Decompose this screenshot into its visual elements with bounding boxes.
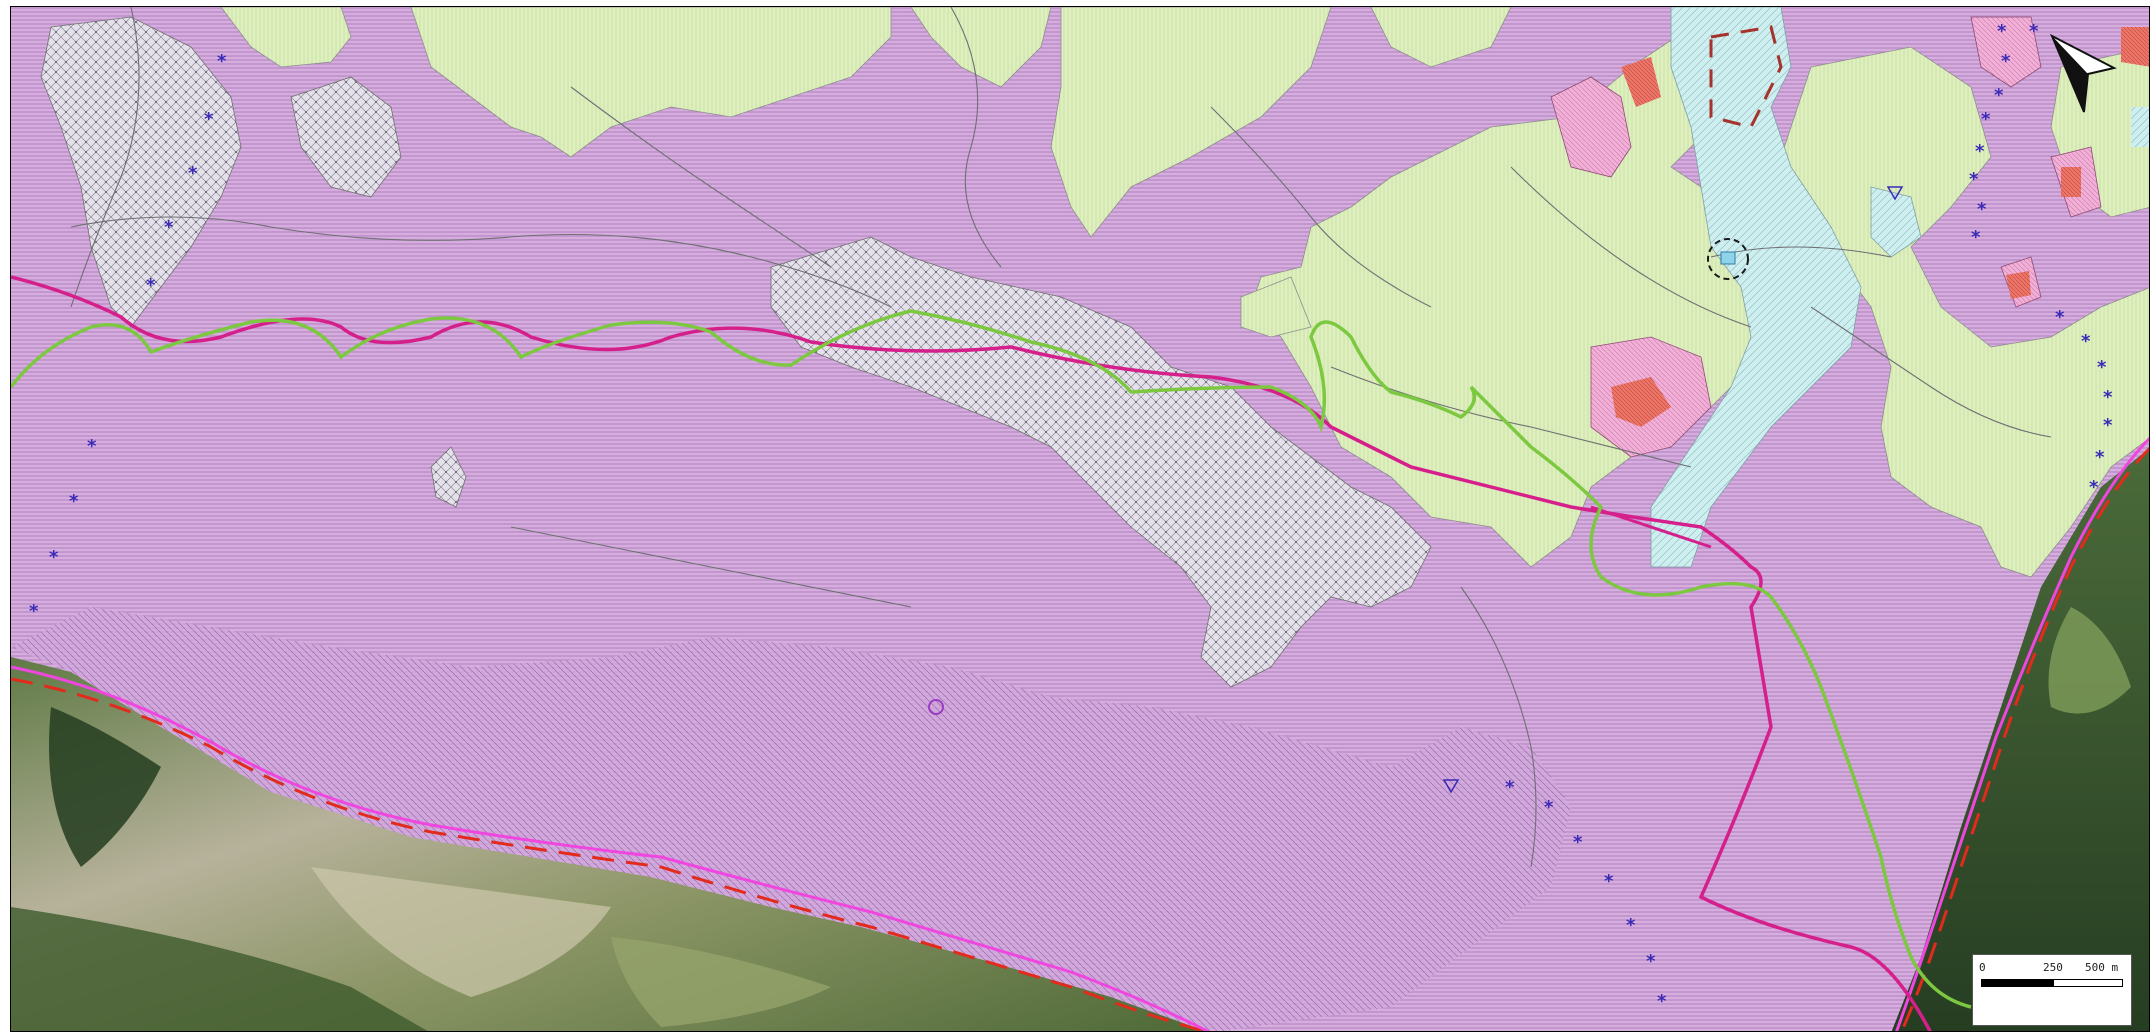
wetland-area [1650,7,1862,568]
circle-marker-icon[interactable] [1707,238,1749,280]
star-marker-icon[interactable]: * [1969,169,1979,190]
star-marker-icon[interactable]: * [2089,477,2099,498]
star-marker-icon[interactable]: * [1573,832,1583,853]
map-canvas[interactable]: * * * * * * * * * * * * * * * * * * * * … [11,7,2150,1032]
star-marker-icon[interactable]: * [1657,991,1667,1012]
star-marker-icon[interactable]: * [2097,357,2107,378]
aerial-rock-outcrop [311,867,611,997]
scale-label-end: 500 m [2085,961,2119,974]
star-marker-icon[interactable]: * [1626,915,1636,936]
built-core-area [1611,377,1671,427]
built-core-area [2121,27,2149,67]
built-core-area [2006,271,2031,299]
star-marker-icon[interactable]: * [2103,415,2113,436]
rocky-pasture-area [430,446,467,508]
rocky-pasture-area [290,76,402,198]
map-viewport[interactable]: * * * * * * * * * * * * * * * * * * * * … [10,6,2150,1032]
meadow-area [1370,7,1512,68]
water-point-icon[interactable] [1720,251,1736,265]
star-marker-icon[interactable]: * [2103,387,2113,408]
aerial-forest-patch [11,907,428,1031]
built-up-area [1970,16,2042,88]
star-marker-icon[interactable]: * [146,275,156,296]
aerial-forest-patch [49,707,161,867]
external-boundary-southwest [11,677,1210,1031]
built-core-area [2061,167,2081,197]
meadow-area [220,7,352,68]
aerial-grass-patch [611,937,831,1027]
star-marker-icon[interactable]: * [2001,51,2011,72]
contour-lines [70,7,2052,868]
administrative-boundary [11,275,1932,1031]
site-outline-dashed [1709,25,1783,129]
star-marker-icon[interactable]: * [1975,141,1985,162]
star-marker-icon[interactable]: * [1981,109,1991,130]
diagonal-hatch-zone [11,607,1571,1031]
circle-marker-icon[interactable] [928,699,944,715]
star-marker-icon[interactable]: * [1544,797,1554,818]
star-marker-icon[interactable]: * [1646,951,1656,972]
aerial-imagery-southwest [11,657,1206,1031]
star-marker-icon[interactable]: * [29,601,39,622]
wetland-area [1870,186,1922,258]
meadow-area [1240,276,1312,338]
meadow-area [1050,7,1332,238]
star-marker-icon[interactable]: * [49,547,59,568]
meadow-area [910,7,1052,88]
star-marker-icon[interactable]: * [2095,447,2105,468]
meadow-area [410,7,892,158]
star-marker-icon[interactable]: * [2029,21,2039,42]
star-marker-icon[interactable]: * [1997,21,2007,42]
star-marker-icon[interactable]: * [1505,777,1515,798]
built-core-area [1621,57,1661,107]
aerial-clearing [2048,607,2131,714]
triangle-marker-icon[interactable] [1442,779,1460,794]
star-marker-icon[interactable]: * [204,109,214,130]
north-arrow-icon [2050,33,2117,113]
scale-bar: 0 250 500 m [1972,954,2132,1026]
scale-label-mid: 250 [2043,961,2063,974]
star-marker-icon[interactable]: * [69,491,79,512]
rocky-pasture-area [40,16,242,328]
star-marker-icon[interactable]: * [217,51,227,72]
administrative-boundary [1590,505,1712,549]
scale-bar-segment-dark [1981,979,2053,987]
wetland-area [2131,107,2149,147]
triangle-marker-icon[interactable] [1886,186,1904,201]
star-marker-icon[interactable]: * [2081,331,2091,352]
scale-bar-segment-light [2053,979,2123,987]
star-marker-icon[interactable]: * [164,217,174,238]
protected-boundary-east [1895,436,2149,1031]
built-up-area [1550,76,1632,178]
star-marker-icon[interactable]: * [2055,307,2065,328]
star-marker-icon[interactable]: * [1604,871,1614,892]
protected-boundary-southwest [11,665,1211,1031]
star-marker-icon[interactable]: * [1977,199,1987,220]
star-marker-icon[interactable]: * [1971,227,1981,248]
star-marker-icon[interactable]: * [1994,85,2004,106]
star-marker-icon[interactable]: * [87,436,97,457]
star-marker-group: * * * * * * * * * * * * * * * * * * * * … [29,21,2113,1012]
hiking-trail [11,309,1972,1009]
external-boundary-east [1900,446,2149,1031]
star-marker-icon[interactable]: * [188,163,198,184]
scale-label-start: 0 [1979,961,1986,974]
